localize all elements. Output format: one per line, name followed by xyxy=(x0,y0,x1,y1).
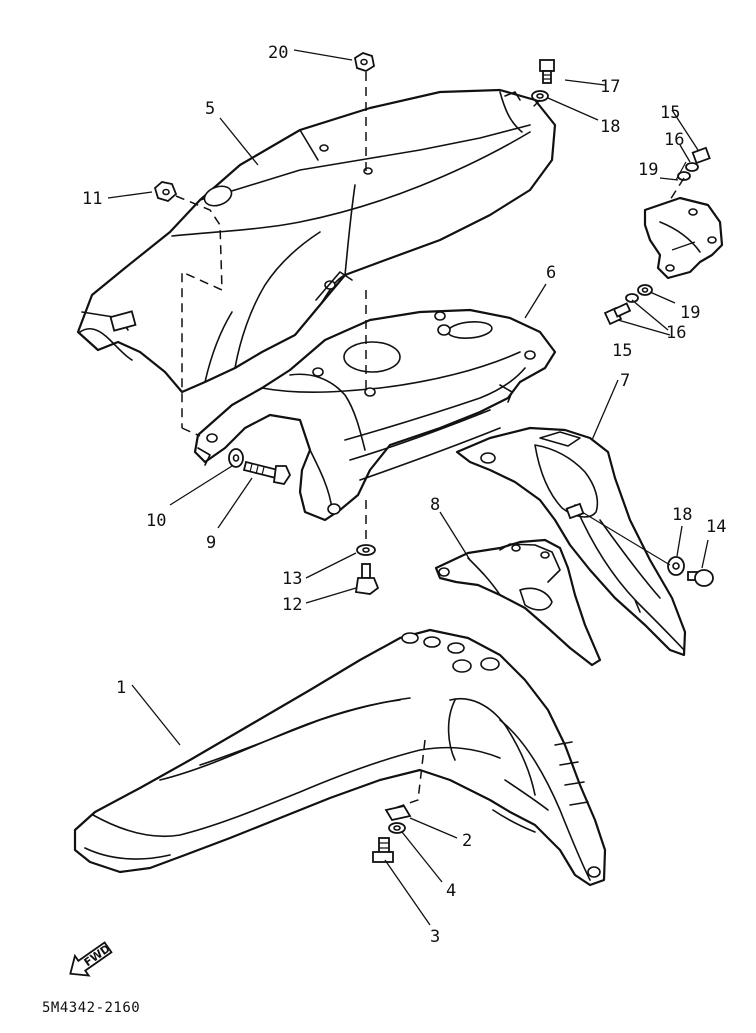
part-7-side-cover xyxy=(455,426,687,657)
callout-19-top: 19 xyxy=(638,160,658,180)
hw-13-washer xyxy=(356,544,376,556)
hw-15-16-19-top xyxy=(675,146,711,181)
callout-18-right: 18 xyxy=(672,505,692,525)
callout-10: 10 xyxy=(146,511,166,531)
callout-7: 7 xyxy=(620,371,630,391)
leader-lines xyxy=(107,49,709,926)
callout-3: 3 xyxy=(430,927,440,947)
callout-16-bottom: 16 xyxy=(666,323,686,343)
hw-18-washer-top xyxy=(531,90,549,102)
callout-1: 1 xyxy=(116,678,126,698)
callout-labels: 1 2 3 4 5 6 7 8 9 10 11 12 13 14 15 15 1… xyxy=(82,43,726,947)
callout-12: 12 xyxy=(282,595,302,615)
part-1-front-fender xyxy=(73,628,607,887)
callout-18-top: 18 xyxy=(600,117,620,137)
hw-18-washer-right xyxy=(667,556,685,576)
callout-8: 8 xyxy=(430,495,440,515)
hw-10-washer xyxy=(228,448,244,468)
callout-19-bottom: 19 xyxy=(680,303,700,323)
part-8-side-panel xyxy=(434,538,602,667)
hw-17-bolt xyxy=(539,59,555,84)
callout-6: 6 xyxy=(546,263,556,283)
callout-11: 11 xyxy=(82,189,102,209)
callout-9: 9 xyxy=(206,533,216,553)
hw-2-clip xyxy=(384,804,412,822)
hw-15-16-19-bottom xyxy=(603,284,653,326)
callout-20: 20 xyxy=(268,43,288,63)
part-6-cover xyxy=(193,308,557,522)
callout-13: 13 xyxy=(282,569,302,589)
hw-20-nut xyxy=(353,52,376,72)
callout-17: 17 xyxy=(600,77,620,97)
callout-2: 2 xyxy=(462,831,472,851)
forward-arrow-icon: FWD xyxy=(69,941,113,977)
callout-15-bottom: 15 xyxy=(612,341,632,361)
hw-4-washer xyxy=(388,822,406,834)
fwd-label: FWD xyxy=(82,942,113,969)
callout-16-top: 16 xyxy=(664,130,684,150)
hw-3-bolt xyxy=(372,837,394,863)
callout-5: 5 xyxy=(205,99,215,119)
assembly-guides xyxy=(175,72,685,809)
hw-12-bolt xyxy=(354,563,380,595)
part-5-rear-fender xyxy=(76,88,557,394)
callout-4: 4 xyxy=(446,881,456,901)
hw-9-bolt xyxy=(242,460,292,486)
diagram-code: 5M4342-2160 xyxy=(42,1000,140,1016)
callout-14: 14 xyxy=(706,517,726,537)
mounting-bracket xyxy=(643,196,724,280)
hw-11-nut xyxy=(153,181,178,203)
callout-15-top: 15 xyxy=(660,103,680,123)
hw-14-bolt xyxy=(687,569,714,587)
